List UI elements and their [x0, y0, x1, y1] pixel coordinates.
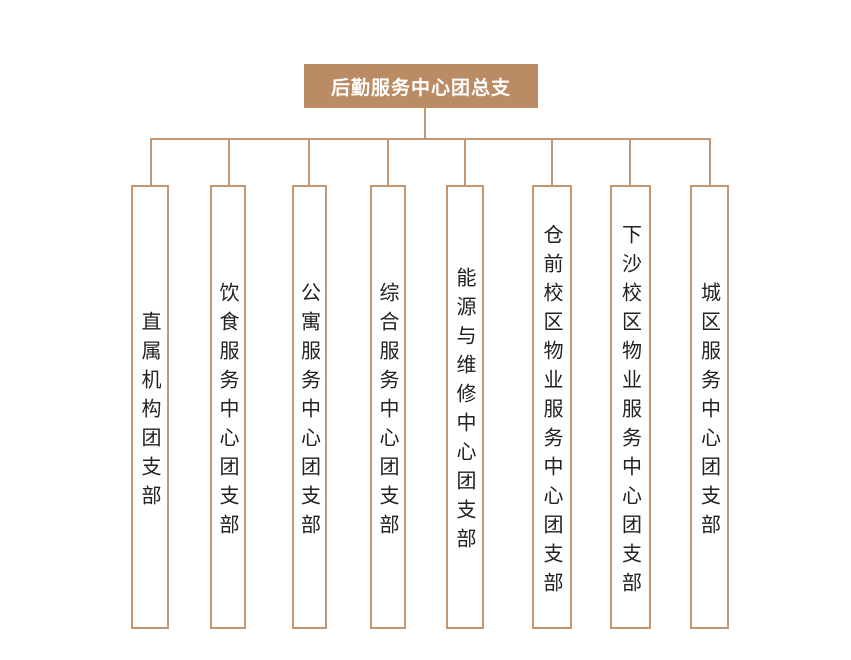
- child-node: 下沙校区物业服务中心团支部: [610, 185, 651, 629]
- child-node-label: 直属机构团支部: [138, 311, 162, 514]
- child-node-label: 公寓服务中心团支部: [297, 282, 322, 543]
- child-node-label: 饮食服务中心团支部: [216, 282, 240, 543]
- child-node: 城区服务中心团支部: [690, 185, 729, 629]
- branch-connector: [629, 139, 631, 186]
- child-node: 公寓服务中心团支部: [292, 185, 327, 629]
- child-node: 饮食服务中心团支部: [210, 185, 246, 629]
- root-node: 后勤服务中心团总支: [304, 64, 538, 108]
- branch-connector: [387, 139, 389, 186]
- child-node: 直属机构团支部: [131, 185, 169, 629]
- child-node-label: 能源与维修中心团支部: [453, 267, 477, 557]
- horizontal-connector: [150, 138, 711, 140]
- child-node: 综合服务中心团支部: [370, 185, 406, 629]
- child-node-label: 综合服务中心团支部: [376, 282, 400, 543]
- child-node: 能源与维修中心团支部: [446, 185, 484, 629]
- branch-connector: [709, 139, 711, 186]
- branch-connector: [464, 139, 466, 186]
- child-node: 仓前校区物业服务中心团支部: [532, 185, 572, 629]
- child-node-label: 城区服务中心团支部: [697, 282, 722, 543]
- branch-connector: [228, 139, 230, 186]
- branch-connector: [551, 139, 553, 186]
- child-node-label: 仓前校区物业服务中心团支部: [540, 224, 564, 601]
- root-node-label: 后勤服务中心团总支: [330, 76, 511, 99]
- branch-connector: [308, 139, 310, 186]
- child-node-label: 下沙校区物业服务中心团支部: [618, 224, 643, 601]
- root-connector: [424, 108, 426, 139]
- branch-connector: [150, 139, 152, 186]
